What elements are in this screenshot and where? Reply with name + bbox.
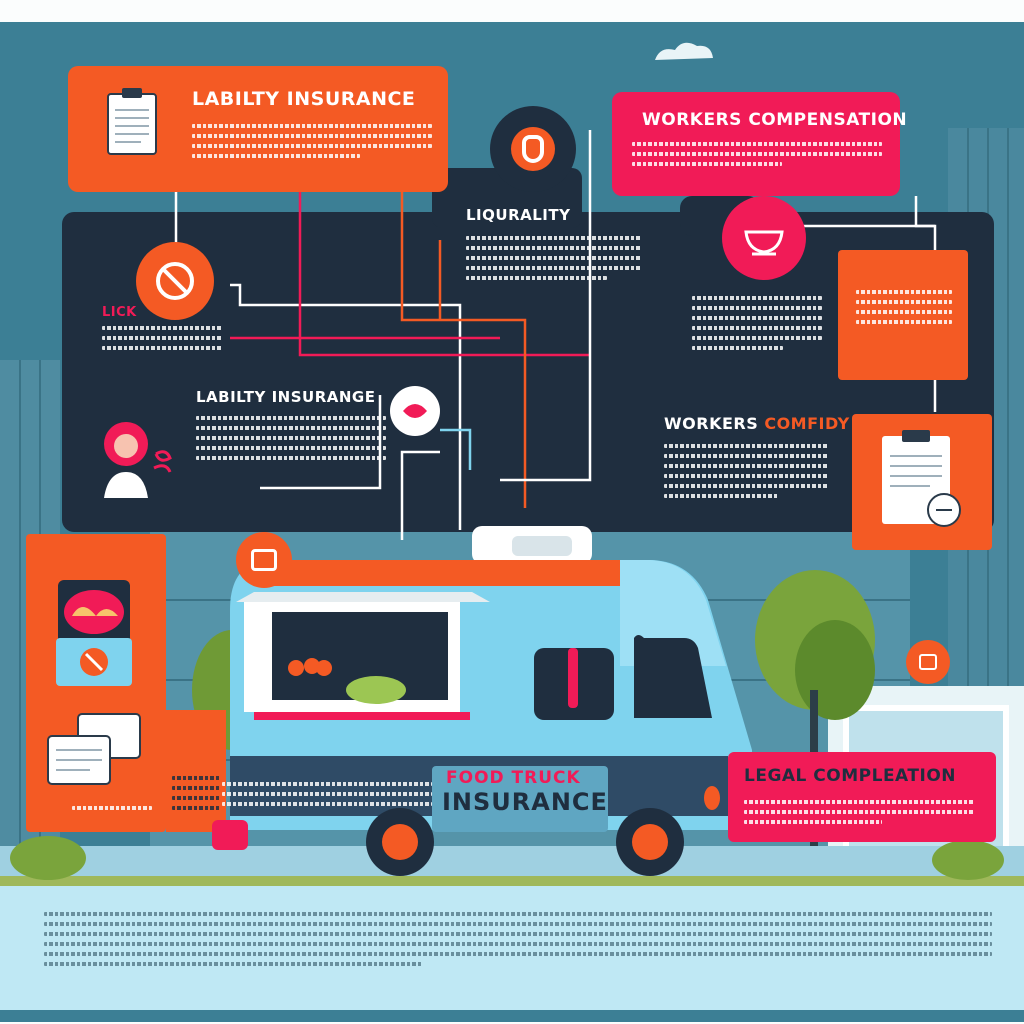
sidewalk <box>0 846 1024 876</box>
liability-insurance-heading: LABILTY INSURANGE <box>196 388 376 406</box>
bush <box>10 836 86 880</box>
placeholder-text <box>466 236 642 286</box>
placeholder-text <box>692 296 822 356</box>
comfidy-word: COMFIDY <box>764 414 850 433</box>
truck-title-line1: FOOD TRUCK <box>446 768 581 788</box>
truck-title-line2: INSURANCE <box>442 788 608 816</box>
bush <box>932 840 1004 880</box>
card-title: LEGAL COMPLEATION <box>744 766 956 786</box>
bowl-icon <box>722 196 806 280</box>
placeholder-text <box>222 782 432 812</box>
workers-compensation-card: WORKERS COMPENSATION <box>612 92 907 196</box>
workers-heading: WORKERS COMFIDY <box>664 414 850 433</box>
chat-bubble-icon <box>47 713 141 785</box>
placeholder-text <box>856 290 952 330</box>
document-card <box>852 414 992 550</box>
card-title: LABILTY INSURANCE <box>192 88 416 110</box>
legal-compleation-card: LEGAL COMPLEATION <box>728 752 996 842</box>
lick-heading: LICK <box>102 305 137 320</box>
placeholder-text <box>744 800 974 830</box>
shield-icon <box>490 106 576 192</box>
food-box-card-ext <box>166 710 226 832</box>
footer-placeholder-text <box>44 912 992 972</box>
food-box-icon <box>56 580 132 686</box>
text-footer-bg <box>0 886 1024 1010</box>
liqurality-heading: LIQURALITY <box>466 206 571 224</box>
placeholder-text <box>664 444 828 504</box>
food-hand-icon <box>390 386 440 436</box>
cloud <box>655 42 713 60</box>
truck-sign <box>432 766 608 832</box>
workers-word: WORKERS <box>664 414 759 433</box>
clipboard-icon <box>107 88 157 155</box>
placeholder-text <box>196 416 386 466</box>
placeholder-text <box>632 142 882 172</box>
card-title: WORKERS COMPENSATION <box>642 110 908 130</box>
placeholder-text <box>72 806 152 816</box>
small-calculator-icon <box>906 640 950 684</box>
calculator-card <box>838 250 968 380</box>
chef-icon <box>104 422 172 498</box>
placeholder-text <box>102 326 222 356</box>
no-symbol-icon <box>136 242 214 320</box>
awning <box>236 592 490 602</box>
liability-insurance-card: LABILTY INSURANCE <box>68 66 448 192</box>
document-icon <box>882 430 961 527</box>
windshield <box>634 635 712 718</box>
placeholder-text <box>192 124 432 164</box>
placeholder-text <box>172 776 220 816</box>
food-truck <box>212 526 752 876</box>
calculator-icon <box>236 532 292 588</box>
